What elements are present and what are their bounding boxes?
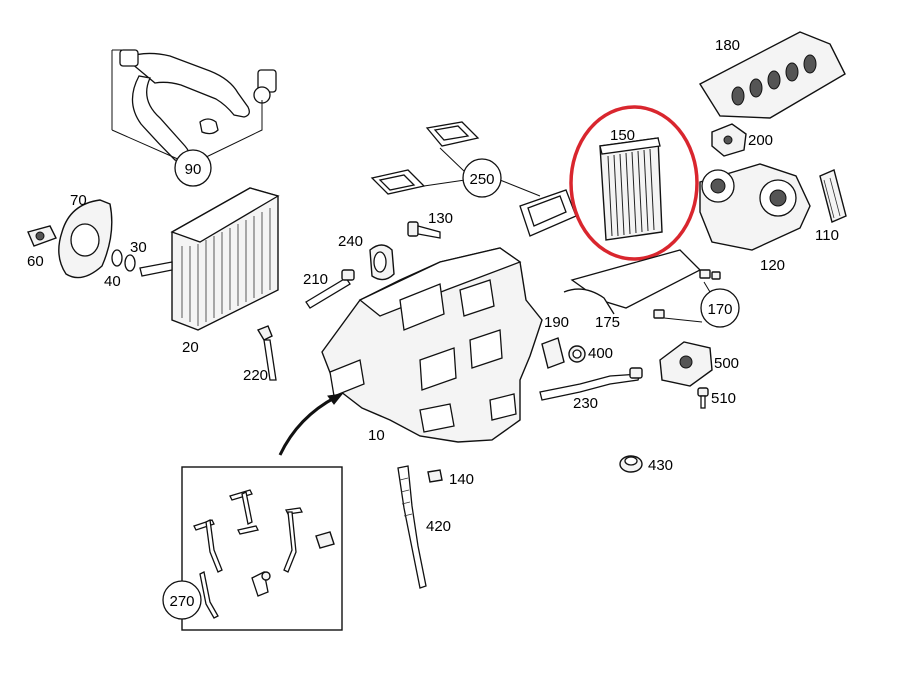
part-270-inset-box (181, 466, 343, 631)
part-510-screw[interactable] (697, 387, 709, 409)
label-130: 130 (428, 210, 453, 227)
part-400-grommet[interactable] (568, 345, 586, 363)
label-240: 240 (338, 233, 363, 250)
part-30-40-seals[interactable] (111, 249, 136, 272)
label-430: 430 (648, 457, 673, 474)
part-140-clip[interactable] (427, 469, 443, 483)
part-190-actuator[interactable] (541, 337, 565, 369)
label-220: 220 (243, 367, 268, 384)
part-170-callout[interactable]: 170 (700, 288, 740, 328)
part-110-element[interactable] (819, 169, 847, 223)
part-120-blower[interactable] (699, 163, 811, 251)
label-30: 30 (130, 239, 147, 256)
part-250-callout[interactable]: 250 (462, 158, 502, 198)
label-20: 20 (182, 339, 199, 356)
label-175: 175 (595, 314, 620, 331)
part-130-screw[interactable] (407, 221, 441, 239)
part-180-housing[interactable] (699, 31, 846, 119)
label-170: 170 (707, 301, 732, 318)
label-180: 180 (715, 37, 740, 54)
part-90-callout[interactable]: 90 (174, 149, 212, 187)
label-210: 210 (303, 271, 328, 288)
label-400: 400 (588, 345, 613, 362)
part-430-grommet[interactable] (619, 455, 643, 473)
part-170-clips[interactable] (653, 269, 721, 319)
part-60-sensor[interactable] (27, 225, 57, 247)
label-230: 230 (573, 395, 598, 412)
part-220-sensor[interactable] (256, 325, 277, 381)
label-510: 510 (711, 390, 736, 407)
label-500: 500 (714, 355, 739, 372)
part-90-hoses[interactable] (119, 49, 277, 163)
part-500-blower-regulator[interactable] (659, 341, 713, 387)
part-230-harness[interactable] (539, 367, 643, 401)
part-250-frames[interactable] (370, 121, 577, 237)
part-200-actuator[interactable] (711, 123, 747, 157)
part-175-lid[interactable] (563, 249, 702, 315)
label-40: 40 (104, 273, 121, 290)
label-120: 120 (760, 257, 785, 274)
label-250: 250 (469, 171, 494, 188)
part-210-rod[interactable] (305, 269, 355, 309)
label-70: 70 (70, 192, 87, 209)
part-420-drain-hose[interactable] (397, 465, 427, 589)
part-240-collar[interactable] (369, 244, 395, 281)
label-140: 140 (449, 471, 474, 488)
label-110: 110 (815, 227, 839, 244)
part-70-cover[interactable] (58, 199, 113, 279)
label-420: 420 (426, 518, 451, 535)
label-10: 10 (368, 427, 385, 444)
label-150: 150 (610, 127, 635, 144)
label-190: 190 (544, 314, 569, 331)
part-270-callout[interactable]: 270 (162, 580, 202, 620)
highlight-ring-150 (569, 105, 699, 261)
label-270: 270 (169, 593, 194, 610)
label-200: 200 (748, 132, 773, 149)
arrow-to-housing (278, 395, 337, 456)
label-90: 90 (185, 161, 202, 178)
part-150-cabin-filter[interactable] (599, 137, 663, 241)
part-20-evaporator[interactable] (139, 187, 280, 331)
label-60: 60 (27, 253, 44, 270)
part-270-linkages[interactable] (193, 489, 335, 619)
part-10-main-housing[interactable] (321, 247, 543, 443)
